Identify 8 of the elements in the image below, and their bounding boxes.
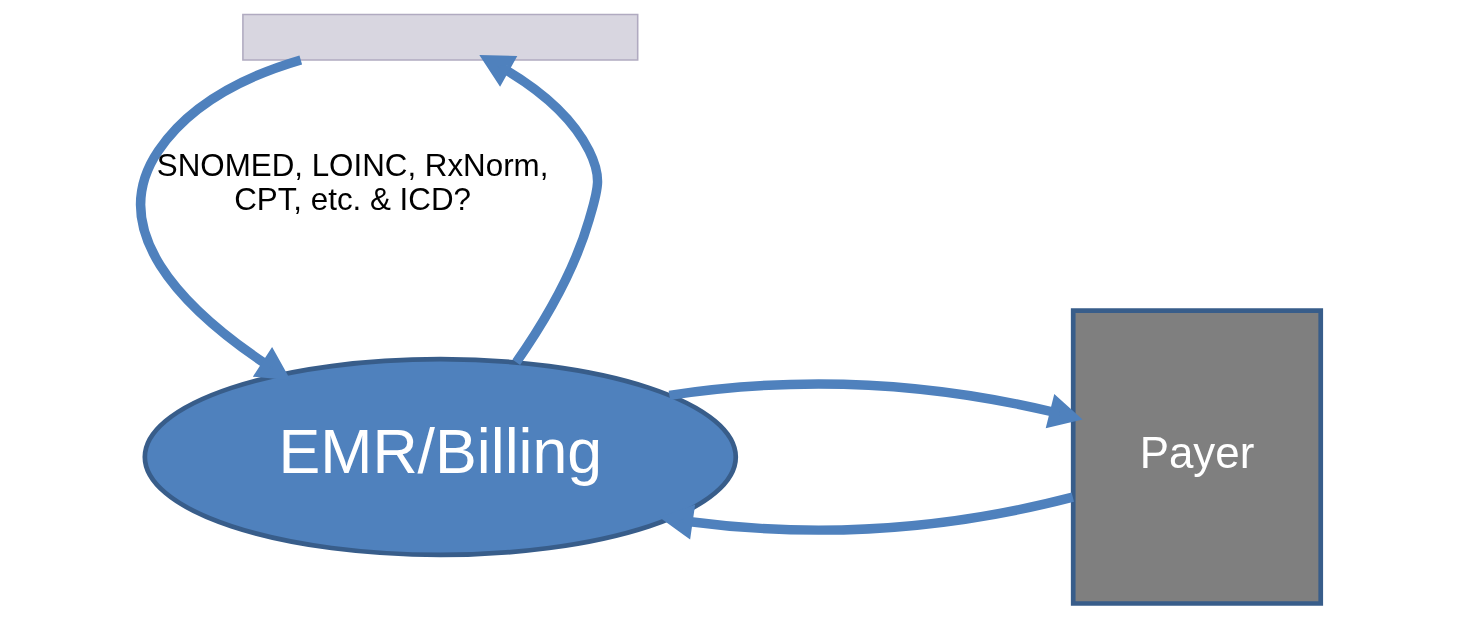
node-box: Payer: [1070, 308, 1324, 606]
node-ellipse: EMR/Billing: [142, 356, 739, 558]
arrow: [479, 55, 603, 365]
arrow: [136, 55, 303, 381]
node-box: [242, 13, 639, 61]
edge-label: SNOMED, LOINC, RxNorm, CPT, etc. & ICD?: [156, 147, 549, 218]
arrow: [659, 492, 1074, 540]
arrow: [668, 379, 1083, 429]
